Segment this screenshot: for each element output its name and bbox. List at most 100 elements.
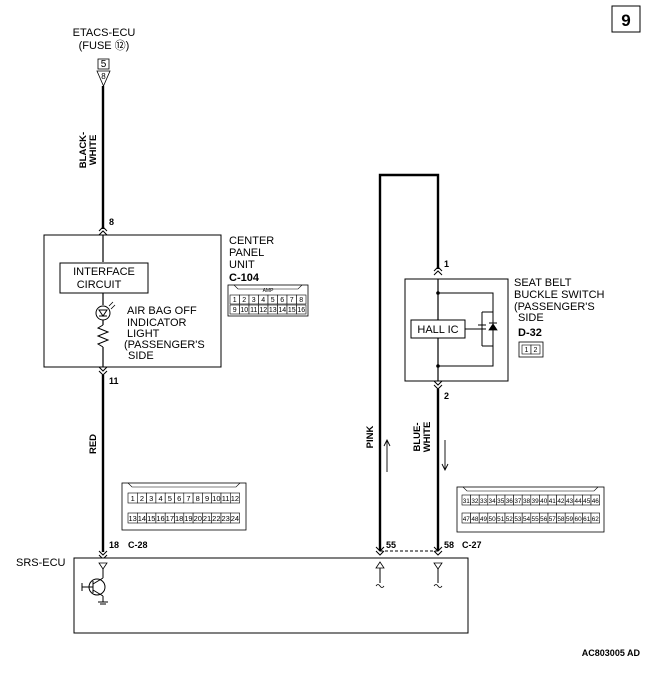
interface-circuit-line-2: CIRCUIT <box>77 279 122 291</box>
etacs-pin-box <box>97 58 110 70</box>
wire-label-blue-white-1: BLUE- <box>412 422 423 451</box>
c27-pin-label: 43 <box>566 498 574 505</box>
c28-pin-label: 11 <box>222 494 230 503</box>
transistor-icon <box>81 577 108 605</box>
c28-pin-label: 13 <box>128 514 136 523</box>
srs-ecu-box <box>73 557 469 634</box>
capacitor-icon <box>478 311 493 347</box>
c27-pin-label: 40 <box>540 498 548 505</box>
c28-pin-label: 22 <box>212 514 220 523</box>
footer-code: AC803005 AD <box>582 648 641 658</box>
center-panel-label-3: UNIT <box>229 259 255 271</box>
c27-pin-cell <box>590 494 600 506</box>
pin-11-label: 11 <box>109 376 119 386</box>
wire-label-pink: PINK <box>365 426 376 449</box>
c104-pin-label: 6 <box>280 297 284 304</box>
c27-pin-label: 49 <box>480 516 488 523</box>
c27-pin-cell <box>590 512 600 524</box>
c27-pin-label: 54 <box>523 516 531 523</box>
c104-pin-label: 10 <box>240 307 248 314</box>
c27-pin-label: 39 <box>532 498 540 505</box>
page-number-box <box>611 5 641 33</box>
wire-label-black-white: BLACK- WHITE <box>78 132 99 168</box>
pin-58-label: 58 <box>444 540 454 550</box>
c104-pin-label: 8 <box>299 297 303 304</box>
connector-chevron-1 <box>433 266 443 276</box>
c104-pin-label: 14 <box>278 307 286 314</box>
c104-pin-label: 11 <box>250 307 257 314</box>
pin-8-label: 8 <box>109 217 114 227</box>
wire-label-red: RED <box>88 434 99 454</box>
c27-pin-label: 45 <box>583 498 591 505</box>
c27-pin-label: 52 <box>506 516 514 523</box>
connector-c104-label: C-104 <box>229 272 260 284</box>
d32-pin-label: 2 <box>534 347 538 354</box>
c28-pin-label: 8 <box>196 494 200 503</box>
etacs-pin-top: 5 <box>101 59 107 70</box>
wire-break-58 <box>433 584 443 588</box>
c27-pin-label: 31 <box>463 498 471 505</box>
c27-pin-label: 61 <box>583 516 591 523</box>
junction-dot-top <box>436 291 440 295</box>
c28-pin-label: 23 <box>221 514 229 523</box>
c104-pin-label: 15 <box>288 307 296 314</box>
srs-terminal-left <box>98 562 108 570</box>
lamp-label-4: (PASSENGER'S <box>124 339 205 351</box>
c27-pin-label: 48 <box>471 516 479 523</box>
c28-pin-label: 1 <box>131 494 135 503</box>
wire-pink-loop <box>378 173 440 551</box>
lamp-label-5: SIDE <box>128 350 154 362</box>
connector-chevron-2 <box>433 380 443 390</box>
c104-pin-label: 2 <box>242 297 246 304</box>
current-arrow-down <box>441 440 449 472</box>
c28-pin-label: 5 <box>168 494 172 503</box>
c104-amp-label: AMP <box>263 288 275 294</box>
c104-pin-cell <box>296 304 307 315</box>
wire-label-black-white-1: BLACK- <box>78 132 89 168</box>
seat-belt-label-3: (PASSENGER'S <box>514 301 595 313</box>
c28-pin-label: 6 <box>177 494 181 503</box>
c28-pin-label: 10 <box>212 494 220 503</box>
c28-pin-label: 21 <box>203 514 211 523</box>
c28-pin-label: 15 <box>147 514 155 523</box>
c27-pin-label: 47 <box>463 516 471 523</box>
c28-pin-label: 7 <box>186 494 190 503</box>
c27-pin-label: 37 <box>514 498 522 505</box>
seat-belt-label-2: BUCKLE SWITCH <box>514 289 605 301</box>
lamp-label-3: LIGHT <box>127 328 160 340</box>
connector-chevron-11 <box>98 366 108 376</box>
c27-pin-label: 32 <box>471 498 479 505</box>
c104-pin-label: 13 <box>269 307 277 314</box>
pin-1-label: 1 <box>444 259 449 269</box>
etacs-pin-bottom: 8 <box>101 72 106 81</box>
c28-pin-label: 4 <box>158 494 162 503</box>
c27-pin-label: 58 <box>557 516 565 523</box>
c28-pin-cell <box>230 512 240 524</box>
etacs-ecu-label: ETACS-ECU <box>73 27 136 39</box>
c28-pin-label: 12 <box>231 494 239 503</box>
center-panel-label-2: PANEL <box>229 247 264 259</box>
c104-pin-label: 12 <box>259 307 267 314</box>
wire-label-red-text: RED <box>88 434 99 454</box>
c27-pin-label: 33 <box>480 498 488 505</box>
srs-terminal-58 <box>433 562 443 570</box>
c104-pin-label: 1 <box>233 297 237 304</box>
c27-housing <box>456 486 605 533</box>
etacs-fuse-label: (FUSE ⑫) <box>79 39 130 52</box>
c28-pin-label: 9 <box>205 494 209 503</box>
c27-pin-label: 55 <box>532 516 540 523</box>
c27-pin-label: 50 <box>489 516 497 523</box>
seat-belt-label-1: SEAT BELT <box>514 277 572 289</box>
c27-pin-label: 41 <box>549 498 557 505</box>
c27-pin-label: 42 <box>557 498 565 505</box>
diode-icon <box>488 322 498 331</box>
c27-pin-label: 34 <box>489 498 497 505</box>
c27-pin-label: 51 <box>497 516 505 523</box>
c27-pin-label: 38 <box>523 498 531 505</box>
c28-pin-label: 24 <box>231 514 239 523</box>
interface-circuit-box <box>59 262 149 294</box>
c104-pin-label: 16 <box>297 307 305 314</box>
c28-pin-label: 18 <box>175 514 183 523</box>
